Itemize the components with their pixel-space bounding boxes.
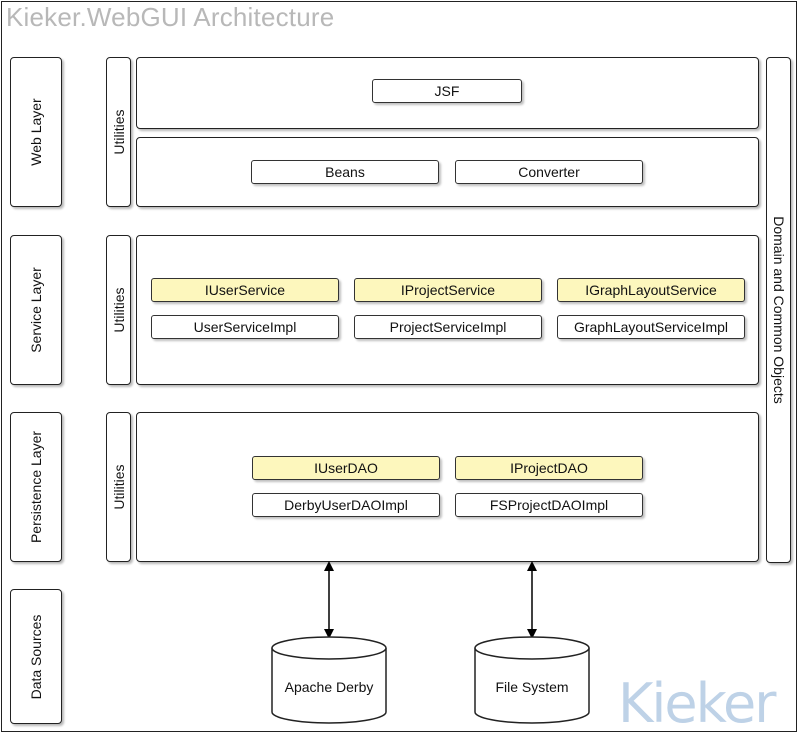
persistence-layer-label: Persistence Layer (10, 412, 62, 562)
service-layer-label: Service Layer (10, 235, 62, 385)
service-impl: ProjectServiceImpl (354, 315, 542, 339)
file-system-label: File System (495, 679, 569, 695)
web-layer-label: Web Layer (10, 57, 62, 207)
dao-impl: FSProjectDAOImpl (455, 493, 643, 517)
service-interface: IUserService (151, 278, 339, 302)
service-utilities-label: Utilities (106, 235, 131, 385)
dao-interface: IProjectDAO (455, 456, 643, 480)
web-utilities-label: Utilities (106, 57, 131, 207)
service-interface: IProjectService (354, 278, 542, 302)
kieker-logo: Kieker (618, 672, 776, 735)
service-interface: IGraphLayoutService (557, 278, 745, 302)
service-impl: GraphLayoutServiceImpl (557, 315, 745, 339)
beans-component: Beans (251, 160, 439, 184)
apache-derby-database-icon (271, 636, 387, 724)
file-system-database-icon (474, 636, 590, 724)
domain-common-objects: Domain and Common Objects (766, 57, 791, 563)
persistence-panel (136, 412, 759, 562)
dao-interface: IUserDAO (252, 456, 440, 480)
data-sources-label: Data Sources (10, 589, 62, 724)
diagram-title: Kieker.WebGUI Architecture (6, 2, 335, 32)
dao-impl: DerbyUserDAOImpl (252, 493, 440, 517)
converter-component: Converter (455, 160, 643, 184)
persistence-utilities-label: Utilities (106, 412, 131, 562)
web-beans-panel (136, 137, 759, 207)
jsf-component: JSF (372, 79, 522, 103)
service-impl: UserServiceImpl (151, 315, 339, 339)
apache-derby-label: Apache Derby (284, 679, 374, 695)
service-panel (136, 235, 759, 385)
